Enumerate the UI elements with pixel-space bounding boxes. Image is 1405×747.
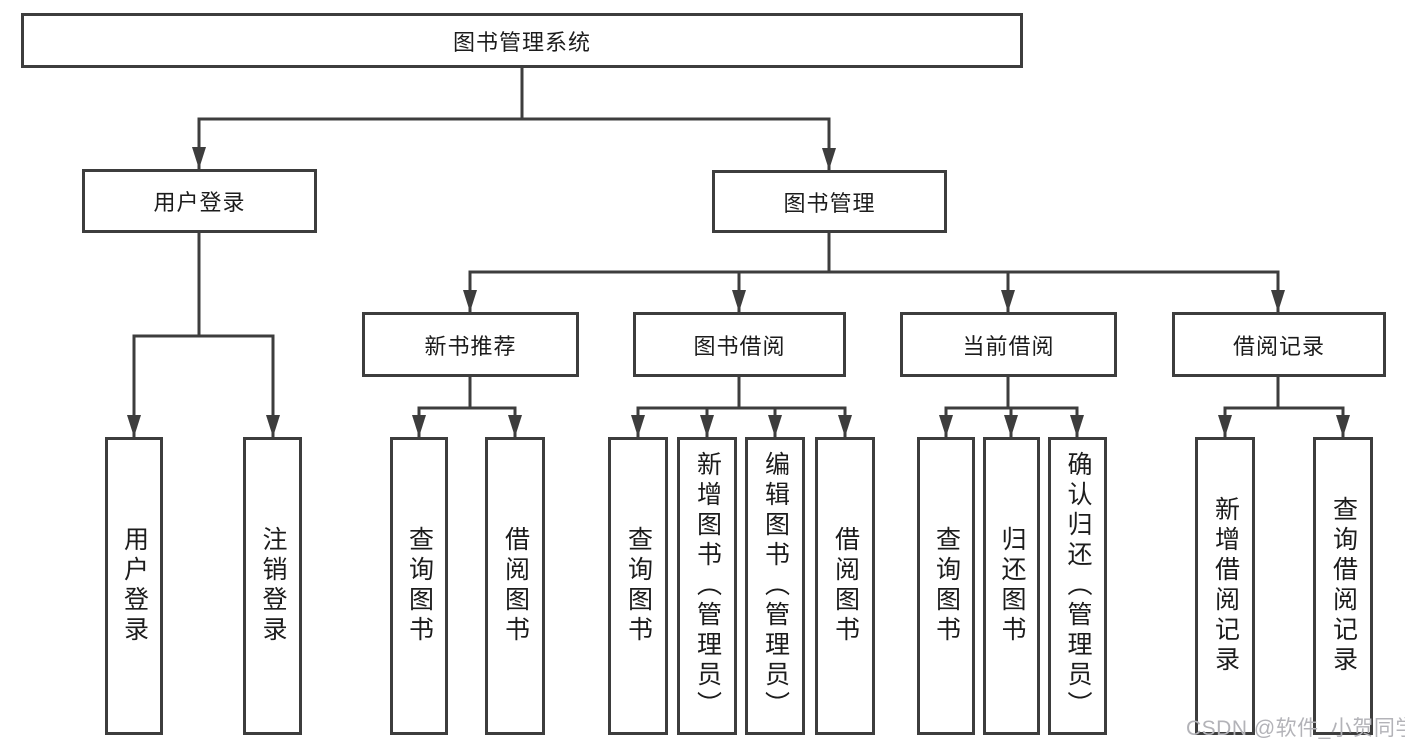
leaf-borrow-query: 查询图书	[608, 437, 668, 735]
connector-borrow-records-children	[1218, 375, 1350, 439]
leaf-logout-login: 注销登录	[243, 437, 302, 735]
leaf-borrow-add-admin: 新增图书（管理员）	[677, 437, 737, 735]
leaf-records-add: 新增借阅记录	[1195, 437, 1255, 735]
connector-book-borrow-children	[631, 375, 852, 439]
leaf-newbooks-query: 查询图书	[390, 437, 448, 735]
node-borrow-records: 借阅记录	[1172, 312, 1386, 377]
leaf-borrow-borrow: 借阅图书	[815, 437, 875, 735]
leaf-borrow-edit-admin: 编辑图书（管理员）	[745, 437, 805, 735]
node-new-books: 新书推荐	[362, 312, 579, 377]
node-root: 图书管理系统	[21, 13, 1023, 68]
node-book-borrow: 图书借阅	[633, 312, 846, 377]
leaf-current-return: 归还图书	[983, 437, 1040, 735]
leaf-current-query: 查询图书	[917, 437, 975, 735]
leaf-user-login: 用户登录	[105, 437, 163, 735]
node-user-login: 用户登录	[82, 169, 317, 233]
leaf-current-confirm-admin: 确认归还（管理员）	[1048, 437, 1107, 735]
connector-current-borrow-children	[939, 375, 1084, 439]
connector-book-mgmt-to-level3	[463, 231, 1285, 314]
connector-user-login-children	[127, 231, 280, 439]
node-current-borrow: 当前借阅	[900, 312, 1117, 377]
connector-root-to-level2	[192, 66, 836, 172]
leaf-records-query: 查询借阅记录	[1313, 437, 1373, 735]
watermark: CSDN @软件_小贺同学	[1186, 717, 1405, 740]
connector-new-books-children	[412, 375, 522, 439]
leaf-newbooks-borrow: 借阅图书	[485, 437, 545, 735]
node-book-mgmt: 图书管理	[712, 170, 947, 233]
